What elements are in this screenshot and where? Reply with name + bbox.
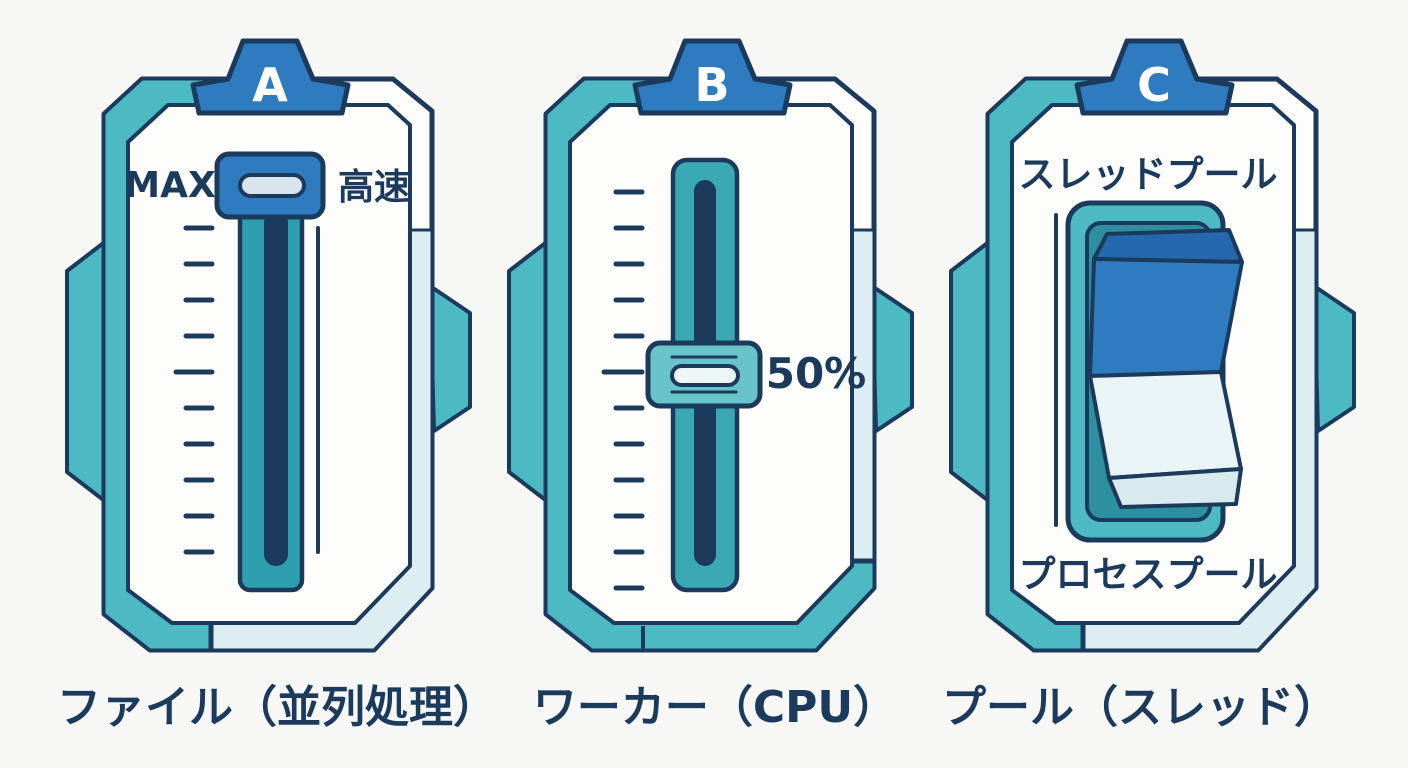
slider-b-handle-grip [670,364,740,387]
panel-c-right-fin [1312,284,1356,433]
panel-a-tab-label: A [252,58,288,112]
slider-b-value-label: 50% [766,349,867,398]
slider-b: 50% [601,157,867,593]
rocker-bottom-face[interactable] [1107,467,1243,509]
slider-a-tick-marks [173,225,215,555]
switch-top-label: スレッドプール [1019,153,1278,196]
rocker-lower-face[interactable] [1088,370,1243,480]
panel-a: A MAX 高速 ファイル（並列処理） [57,38,497,733]
panel-b-tab[interactable] [632,38,793,116]
panel-b: B 50% ワーカー（CPU） [507,38,914,733]
slider-a-max-label: MAX [124,165,216,206]
panel-c-tab-label: C [1137,58,1171,112]
panel-b-caption: ワーカー（CPU） [533,682,897,733]
switch-bottom-label: プロセスプール [1019,553,1278,596]
panel-c-tab[interactable] [1074,38,1235,116]
rocker-top-face[interactable] [1092,228,1244,264]
slider-a-track-groove [264,210,288,566]
panel-b-right-fin [870,284,914,433]
slider-a-side-label: 高速 [338,167,410,208]
panel-a-right-fin [428,284,472,433]
panel-a-tab[interactable] [190,38,351,116]
panel-c: C スレッドプール プロセスプール プール（スレッド） [942,38,1356,733]
panel-a-caption: ファイル（並列処理） [57,682,497,733]
panel-a-left-fin [65,239,108,504]
rocker-switch[interactable]: スレッドプール プロセスプール [1019,153,1278,596]
slider-a-handle-grip [238,173,306,198]
panel-c-left-fin [949,239,992,504]
panel-c-caption: プール（スレッド） [942,682,1338,733]
panel-b-tab-label: B [694,58,729,112]
slider-b-tick-marks [601,189,645,591]
slider-a: MAX 高速 [124,151,410,593]
rocker-upper-face[interactable] [1088,257,1244,378]
panel-b-left-fin [507,239,550,504]
